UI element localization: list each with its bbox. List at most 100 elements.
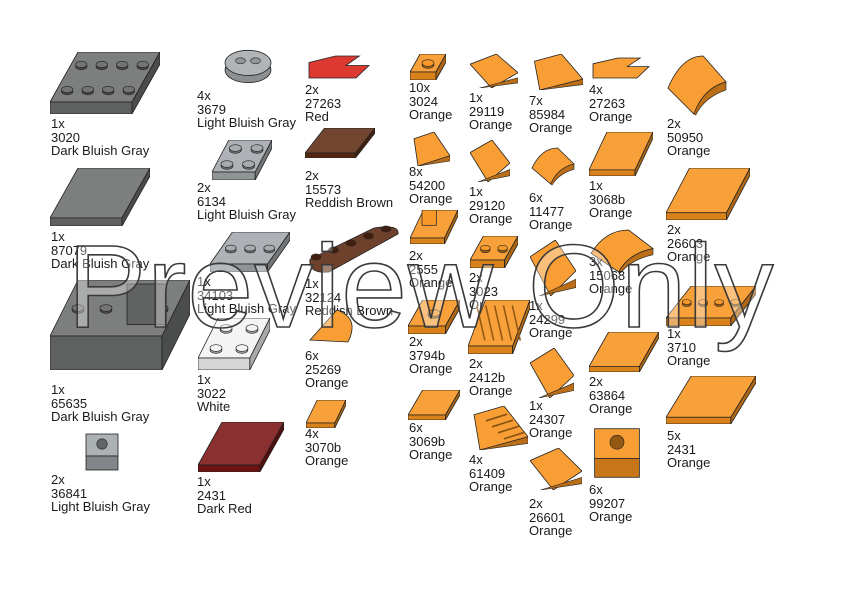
part-quantity: 2x <box>667 116 681 131</box>
part-quantity: 1x <box>197 274 211 289</box>
part-color: Dark Bluish Gray <box>51 143 150 158</box>
part-quantity: 1x <box>589 178 603 193</box>
part-number: 24299 <box>529 311 566 327</box>
part-image <box>309 309 353 343</box>
part-quantity: 2x <box>529 496 543 511</box>
part-quantity: 2x <box>469 270 483 285</box>
part-number: 29119 <box>469 103 505 119</box>
part-image <box>413 132 450 166</box>
part-color: Light Bluish Gray <box>197 301 296 316</box>
part-quantity: 6x <box>409 420 423 435</box>
part-image <box>594 428 640 478</box>
part-number: 2431 <box>197 487 226 503</box>
part-color: Orange <box>409 191 453 206</box>
part-quantity: 1x <box>667 326 681 341</box>
part-image <box>408 390 460 420</box>
part-color: Orange <box>667 249 711 264</box>
part-number: 50950 <box>667 129 704 145</box>
part-color: Orange <box>667 143 711 158</box>
part-image <box>309 225 399 273</box>
part-color: Dark Bluish Gray <box>51 256 150 271</box>
part-image <box>50 52 160 114</box>
part-color: Orange <box>667 353 711 368</box>
part-color: Orange <box>589 109 633 124</box>
part-number: 65635 <box>51 395 88 411</box>
part-color: Orange <box>667 455 711 470</box>
part-number: 27263 <box>305 95 342 111</box>
part-number: 34103 <box>197 287 234 303</box>
part-image <box>224 49 272 84</box>
part-number: 3070b <box>305 439 342 455</box>
part-color: Reddish Brown <box>305 303 394 318</box>
part-number: 2412b <box>469 369 506 385</box>
part-number: 2431 <box>667 441 696 457</box>
part-color: Orange <box>409 107 453 122</box>
part-number: 24307 <box>529 411 566 427</box>
part-image <box>198 318 270 370</box>
part-color: Orange <box>529 425 573 440</box>
part-image <box>210 232 290 272</box>
part-color: Light Bluish Gray <box>51 499 150 514</box>
part-image <box>50 168 150 226</box>
part-quantity: 2x <box>469 356 483 371</box>
part-image <box>306 400 346 428</box>
part-number: 32124 <box>305 289 342 305</box>
part-quantity: 10x <box>409 80 430 95</box>
part-number: 3794b <box>409 347 446 363</box>
part-number: 2555 <box>409 261 438 277</box>
part-color: Orange <box>589 509 633 524</box>
part-quantity: 1x <box>469 90 483 105</box>
part-color: Orange <box>305 453 349 468</box>
part-number: 15573 <box>305 181 342 197</box>
part-color: Reddish Brown <box>305 195 394 210</box>
part-quantity: 2x <box>409 248 423 263</box>
part-color: Orange <box>529 523 573 538</box>
part-image <box>212 140 272 180</box>
part-number: 3022 <box>197 385 226 401</box>
part-image <box>590 229 654 274</box>
part-quantity: 7x <box>529 93 543 108</box>
part-image <box>308 55 370 79</box>
part-image <box>468 300 530 354</box>
part-quantity: 6x <box>589 482 603 497</box>
part-quantity: 2x <box>305 168 319 183</box>
part-image <box>533 54 583 90</box>
part-number: 3023 <box>469 283 498 299</box>
part-number: 3679 <box>197 101 226 117</box>
part-color: Orange <box>469 211 513 226</box>
part-quantity: 5x <box>667 428 681 443</box>
part-number: 99207 <box>589 495 626 511</box>
part-image <box>408 300 460 334</box>
part-color: Orange <box>529 120 573 135</box>
part-image <box>473 406 528 450</box>
part-number: 61409 <box>469 465 506 481</box>
part-quantity: 4x <box>589 82 603 97</box>
part-quantity: 1x <box>51 229 65 244</box>
part-color: Orange <box>409 447 453 462</box>
part-color: Orange <box>589 401 633 416</box>
part-image <box>50 280 190 370</box>
part-image <box>667 55 727 116</box>
part-quantity: 1x <box>197 474 211 489</box>
